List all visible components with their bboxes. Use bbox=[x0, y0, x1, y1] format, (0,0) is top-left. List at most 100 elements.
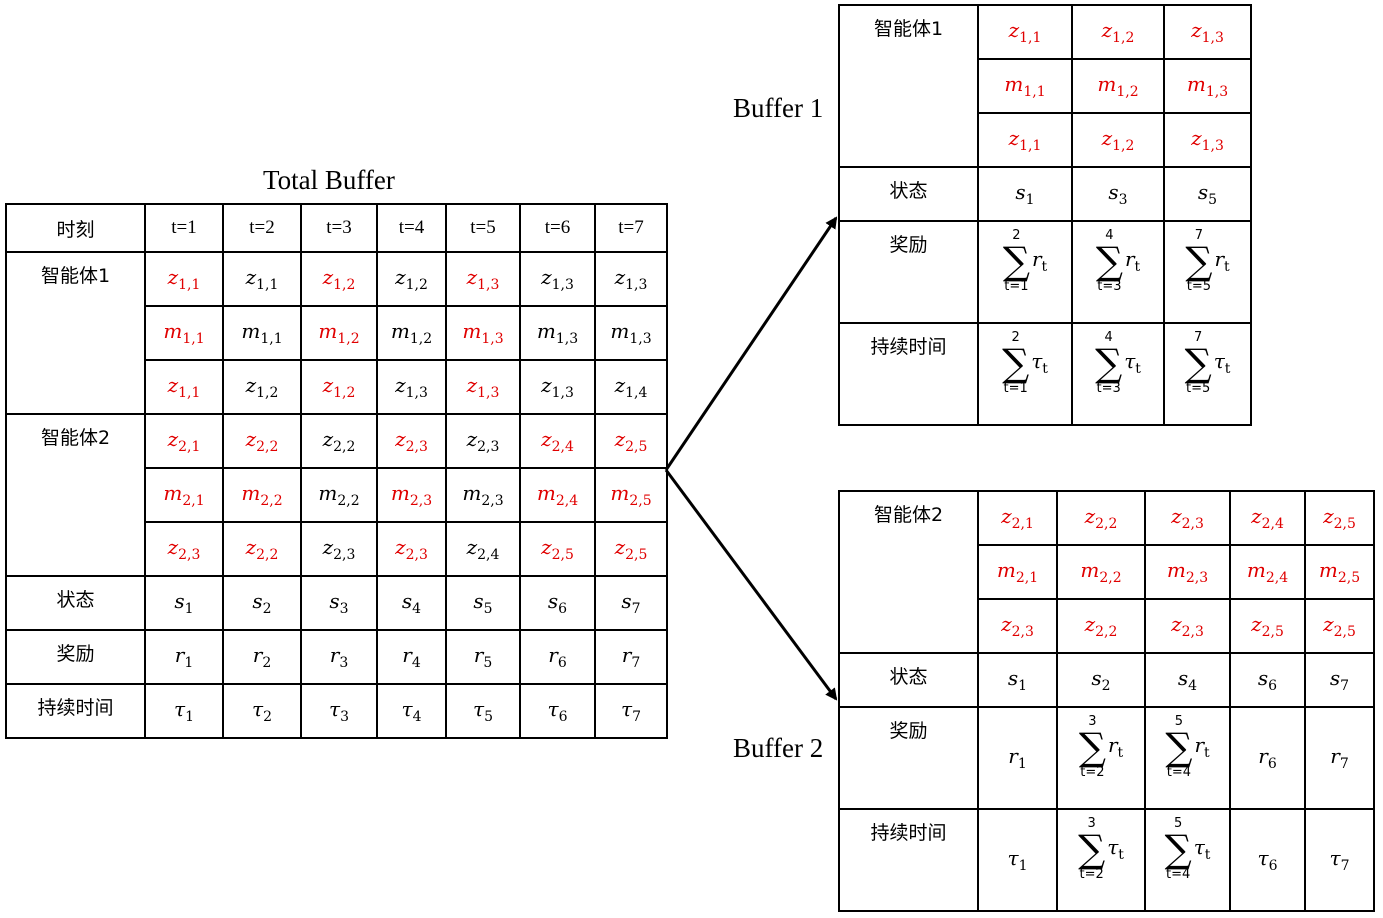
math-value: z2,3 bbox=[395, 535, 428, 563]
math-value: s6 bbox=[1257, 666, 1278, 694]
math-value: z2,2 bbox=[1084, 612, 1118, 640]
agent1-cell: m1,3 bbox=[1163, 58, 1252, 114]
agent2-row: z2,3 z2,2 z2,3 z2,5 z2,5 bbox=[839, 598, 1375, 654]
agent1-cell: z1,3 bbox=[1163, 112, 1252, 168]
math-value: z2,3 bbox=[322, 535, 356, 563]
agent1-cell: z1,2 bbox=[222, 359, 302, 415]
agent1-cell: m1,1 bbox=[977, 58, 1073, 114]
math-value: m1,1 bbox=[241, 319, 283, 347]
sigma-icon: ∑ bbox=[1165, 725, 1193, 769]
sum-term: τt bbox=[1193, 835, 1211, 863]
sum-upper-limit: 4 bbox=[1104, 330, 1113, 345]
math-value: z1,2 bbox=[1101, 126, 1135, 154]
state-cell: s5 bbox=[1163, 166, 1252, 222]
math-value: r5 bbox=[473, 643, 493, 671]
agent2-cell: m2,3 bbox=[1144, 544, 1231, 600]
state-label-cell: 状态 bbox=[5, 575, 146, 631]
agent1-cell: z1,3 bbox=[519, 359, 596, 415]
math-value: r2 bbox=[252, 643, 272, 671]
math-value: s5 bbox=[473, 589, 493, 617]
sigma-icon: ∑ bbox=[1185, 239, 1213, 283]
sigma-icon: ∑ bbox=[1095, 239, 1123, 283]
agent1-cell: m1,2 bbox=[1071, 58, 1165, 114]
sum-lower-limit: t=1 bbox=[1003, 381, 1028, 396]
agent1-cell: z1,1 bbox=[144, 359, 224, 415]
sum-lower-limit: t=4 bbox=[1166, 765, 1192, 780]
math-value: z1,3 bbox=[1191, 126, 1224, 154]
agent2-cell: m2,3 bbox=[376, 467, 447, 523]
sum-upper-limit: 7 bbox=[1193, 330, 1203, 345]
sigma-icon: ∑ bbox=[1002, 341, 1030, 385]
time-label-cell: t=7 bbox=[594, 203, 668, 253]
math-value: z2,3 bbox=[1171, 612, 1204, 640]
math-value: z1,3 bbox=[541, 373, 574, 401]
state-row: 状态 s1 s3 s5 bbox=[838, 166, 1252, 222]
math-value: r7 bbox=[621, 643, 641, 671]
agent2-cell: m2,2 bbox=[1056, 544, 1146, 600]
math-value: m2,3 bbox=[462, 481, 504, 509]
math-value: τ6 bbox=[547, 697, 568, 725]
state-cell: s4 bbox=[1144, 652, 1231, 708]
reward-label-cell: 奖励 bbox=[5, 629, 146, 685]
math-value: r1 bbox=[174, 643, 194, 671]
math-value: z2,5 bbox=[614, 427, 648, 455]
math-value: z1,2 bbox=[322, 373, 356, 401]
math-value: m1,3 bbox=[1186, 72, 1229, 100]
agent2-label-cell: 智能体2 bbox=[5, 413, 146, 577]
buffer2-table: 智能体2 z2,1 z2,2 z2,3 z2,4 z2,5 m2,1 m2,2 … bbox=[838, 490, 1375, 912]
agent1-cell: z1,3 bbox=[376, 359, 447, 415]
agent2-cell: z2,4 bbox=[1229, 490, 1306, 546]
agent1-label-cell: 智能体1 bbox=[5, 251, 146, 415]
sigma-icon: ∑ bbox=[1164, 827, 1192, 871]
agent2-cell: z2,3 bbox=[376, 413, 447, 469]
state-cell: s1 bbox=[977, 652, 1058, 708]
reward-cell: r5 bbox=[445, 629, 521, 685]
agent2-cell: z2,2 bbox=[300, 413, 378, 469]
sum-lower-limit: t=5 bbox=[1186, 381, 1211, 396]
agent2-cell: z2,5 bbox=[1229, 598, 1306, 654]
math-value: z1,1 bbox=[167, 265, 201, 293]
state-cell: s3 bbox=[1071, 166, 1165, 222]
agent1-cell: m1,1 bbox=[144, 305, 224, 361]
math-value: z1,1 bbox=[167, 373, 201, 401]
math-value: r3 bbox=[329, 643, 349, 671]
agent2-cell: m2,5 bbox=[1304, 544, 1375, 600]
math-value: m2,2 bbox=[318, 481, 360, 509]
agent2-cell: m2,4 bbox=[1229, 544, 1306, 600]
agent1-cell: z1,1 bbox=[977, 4, 1073, 60]
duration-label-cell: 持续时间 bbox=[5, 683, 146, 739]
duration-label-cell: 持续时间 bbox=[838, 808, 979, 912]
math-value: z2,5 bbox=[541, 535, 574, 563]
state-cell: s1 bbox=[144, 575, 224, 631]
math-value: s5 bbox=[1197, 180, 1218, 208]
math-value: z2,2 bbox=[245, 427, 279, 455]
math-value: z2,5 bbox=[1251, 612, 1284, 640]
agent2-cell: z2,5 bbox=[594, 521, 668, 577]
math-value: z1,2 bbox=[395, 265, 428, 293]
agent2-cell: z2,3 bbox=[144, 521, 224, 577]
state-cell: s6 bbox=[1229, 652, 1306, 708]
sigma-icon: ∑ bbox=[1002, 239, 1030, 283]
math-value: m1,3 bbox=[536, 319, 579, 347]
sum-upper-limit: 2 bbox=[1012, 228, 1021, 243]
math-value: z2,3 bbox=[1171, 504, 1204, 532]
time-label-cell: t=4 bbox=[376, 203, 447, 253]
math-value: τ3 bbox=[329, 697, 349, 725]
math-value: z1,2 bbox=[245, 373, 279, 401]
agent2-row: m2,1 m2,2 m2,2 m2,3 m2,3 m2,4 m2,5 bbox=[6, 467, 668, 523]
sigma-icon: ∑ bbox=[1078, 725, 1106, 769]
reward-row: 奖励 r1 r2 r3 r4 r5 r6 r7 bbox=[5, 629, 668, 685]
math-value: m2,5 bbox=[610, 481, 652, 509]
math-value: s1 bbox=[1007, 666, 1028, 694]
sum-term: τt bbox=[1124, 349, 1141, 377]
agent2-cell: m2,4 bbox=[519, 467, 596, 523]
reward-label-cell: 奖励 bbox=[838, 706, 979, 810]
sum-term: rt bbox=[1194, 733, 1210, 761]
